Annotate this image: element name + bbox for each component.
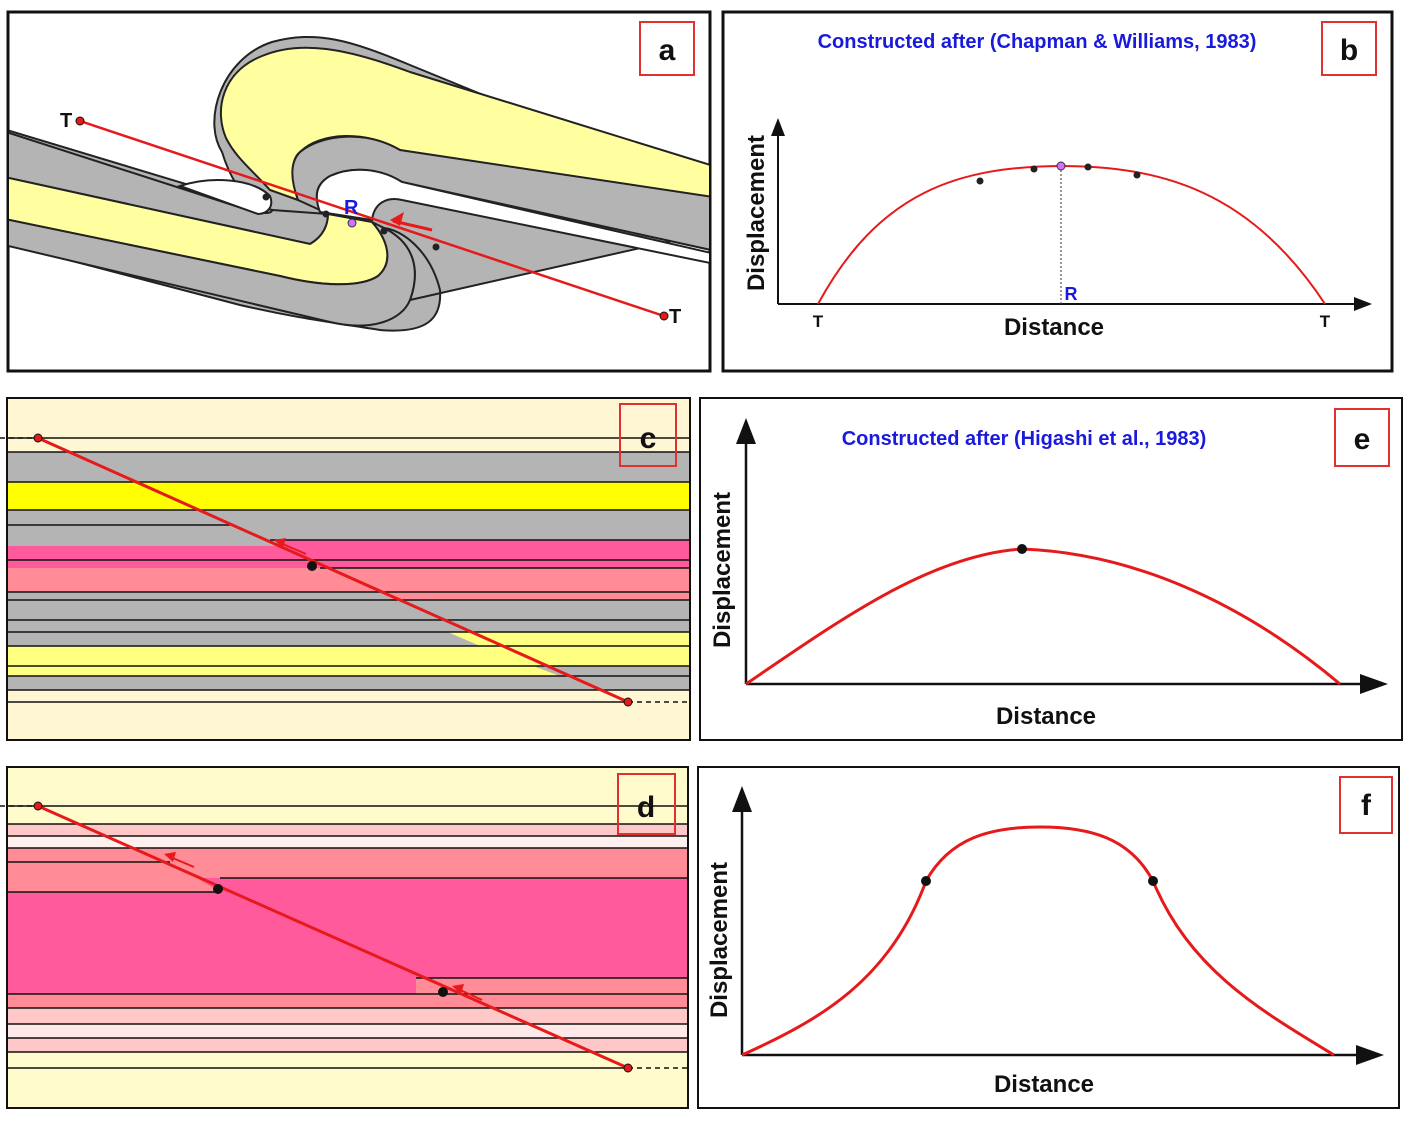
source-note-b: Constructed after (Chapman & Williams, 1… xyxy=(818,31,1257,53)
panel-d-letter: d xyxy=(637,791,655,824)
fault-tip-right xyxy=(623,697,633,707)
max-displacement-point xyxy=(307,561,317,571)
x-axis-arrowhead xyxy=(1360,674,1388,694)
offset-block xyxy=(7,546,320,568)
panel-f-letter: f xyxy=(1361,789,1372,822)
fold-hinge-core xyxy=(176,179,273,216)
layer xyxy=(7,836,688,848)
fault-trace xyxy=(37,804,629,1070)
panel-e: Constructed after (Higashi et al., 1983)… xyxy=(699,397,1403,741)
x-axis-title-e: Distance xyxy=(996,703,1096,730)
layer xyxy=(7,1038,688,1052)
panel-a: T T R a xyxy=(6,10,712,373)
layer xyxy=(7,1024,688,1038)
cutoff-point xyxy=(322,210,330,218)
fault-tip-left xyxy=(75,116,85,126)
offset-block xyxy=(7,525,288,546)
curve-point xyxy=(1084,163,1092,171)
offset-block xyxy=(7,620,480,646)
panel-f: f Displacement Distance xyxy=(697,766,1400,1109)
panel-c-letter: c xyxy=(640,422,657,455)
tick-R: R xyxy=(1065,284,1078,304)
panel-b-frame xyxy=(721,10,1394,373)
label-T-left: T xyxy=(60,110,72,132)
panel-a-fold xyxy=(9,35,709,332)
layer xyxy=(7,482,690,510)
offset-block xyxy=(7,646,560,676)
panel-c-letter-box xyxy=(619,403,677,467)
x-axis-title-b: Distance xyxy=(1004,314,1104,341)
fold-core-upper xyxy=(315,168,709,264)
fault-tip-left xyxy=(33,801,43,811)
inflection-point xyxy=(213,884,223,894)
fault-tip-left xyxy=(33,433,43,443)
offset-block xyxy=(7,892,416,994)
panel-d-frame xyxy=(6,766,689,1109)
panel-c-frame xyxy=(6,397,691,741)
panel-a-letter-box xyxy=(639,21,695,76)
bedding-lines xyxy=(7,805,688,1069)
tick-T-left: T xyxy=(813,312,824,331)
panel-b: Constructed after (Chapman & Williams, 1… xyxy=(721,10,1394,373)
curve-point xyxy=(976,177,984,185)
fault-tip-right xyxy=(659,311,669,321)
panel-d: d xyxy=(0,766,689,1109)
cutoff-point xyxy=(380,227,388,235)
inflection-point xyxy=(921,876,931,886)
curve-peak-point xyxy=(1017,544,1027,554)
x-axis-arrowhead xyxy=(1356,1045,1384,1065)
layer xyxy=(7,824,688,836)
fault-tip-right xyxy=(623,1063,633,1073)
offset-block xyxy=(7,592,420,620)
offset-block xyxy=(7,568,380,592)
y-axis-arrowhead xyxy=(736,418,756,444)
layer xyxy=(7,452,690,482)
panel-b-letter: b xyxy=(1340,34,1358,67)
offset-block xyxy=(7,862,220,892)
sense-of-slip-arrow xyxy=(164,852,195,868)
sense-of-slip-arrow xyxy=(274,538,307,555)
bedding-lines xyxy=(7,437,690,703)
panel-c: c xyxy=(0,397,691,741)
y-axis-title-f: Displacement xyxy=(706,862,733,1018)
fault-trace xyxy=(79,119,665,318)
fault-trace xyxy=(37,436,629,704)
cutoff-point xyxy=(262,193,270,201)
inflection-point xyxy=(1148,876,1158,886)
label-R: R xyxy=(344,197,359,219)
curve-point xyxy=(1133,171,1141,179)
reference-point-R xyxy=(347,218,357,228)
tick-T-right: T xyxy=(1320,312,1331,331)
panel-f-frame xyxy=(697,766,1400,1109)
y-axis-title-b: Displacement xyxy=(743,135,770,291)
sense-of-slip-arrow xyxy=(452,984,483,1001)
inflection-point xyxy=(438,987,448,997)
panel-d-letter-box xyxy=(617,773,676,835)
curve-point xyxy=(1030,165,1038,173)
source-note-e: Constructed after (Higashi et al., 1983) xyxy=(842,428,1207,450)
x-axis-arrowhead xyxy=(1354,297,1372,311)
displacement-curve-f xyxy=(741,825,1335,1057)
cutoff-point xyxy=(432,243,440,251)
y-axis-arrowhead xyxy=(732,786,752,812)
label-T-right: T xyxy=(669,306,681,328)
panel-f-letter-box xyxy=(1339,776,1393,834)
panel-e-letter-box xyxy=(1334,408,1390,467)
sense-of-slip-arrow xyxy=(390,212,433,232)
x-axis-title-f: Distance xyxy=(994,1071,1094,1098)
layer xyxy=(7,1008,688,1024)
panel-e-letter: e xyxy=(1354,423,1371,456)
y-axis-arrowhead xyxy=(771,118,785,136)
panel-b-letter-box xyxy=(1321,21,1377,76)
curve-point-R xyxy=(1056,161,1066,171)
panel-a-letter: a xyxy=(659,34,676,67)
y-axis-title-e: Displacement xyxy=(709,492,736,648)
